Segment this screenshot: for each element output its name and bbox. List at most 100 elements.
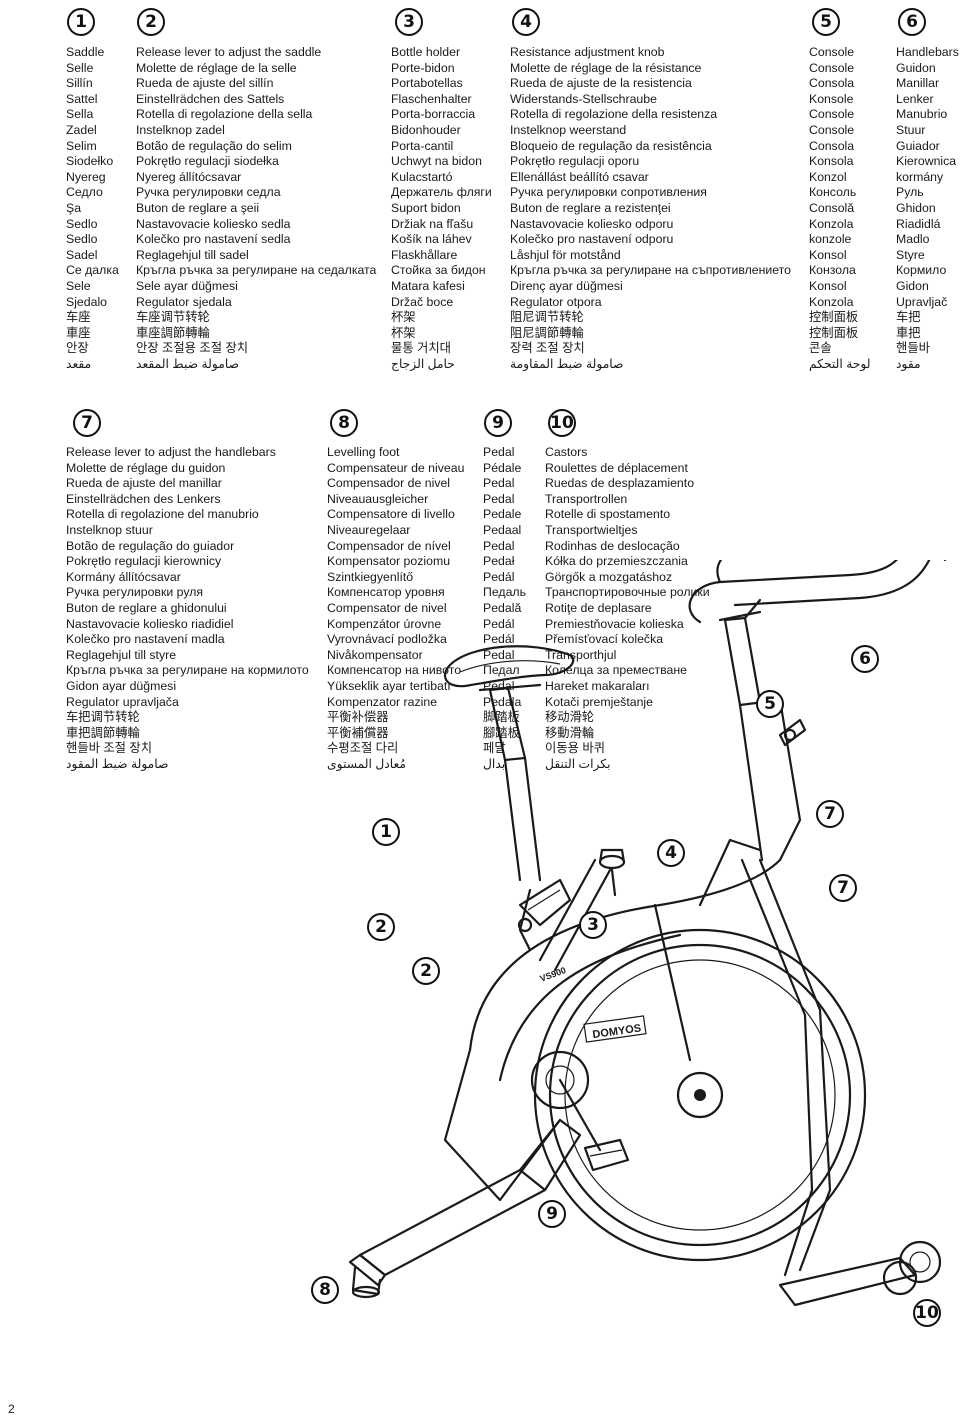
list-item: 车把调节转轮 bbox=[66, 710, 140, 725]
list-item: Pedaal bbox=[483, 522, 522, 537]
list-item: Riadidlá bbox=[896, 216, 941, 231]
brand-logo: DOMYOS VS900 bbox=[538, 965, 647, 1043]
badge-4: 4 bbox=[512, 8, 540, 36]
list-item: Konsola bbox=[809, 154, 854, 169]
list-item: Седло bbox=[66, 185, 103, 200]
page-number: 2 bbox=[8, 1402, 15, 1416]
list-item: 장력 조절 장치 bbox=[510, 341, 585, 356]
list-item: Sele ayar düğmesi bbox=[136, 278, 238, 293]
list-item: Kotači premještanje bbox=[545, 694, 653, 709]
list-item: Einstellrädchen des Lenkers bbox=[66, 491, 221, 506]
list-item: Kolečko pro nastavení sedla bbox=[136, 232, 291, 247]
list-item: Widerstands-Stellschraube bbox=[510, 91, 657, 106]
callout-7b: 7 bbox=[829, 874, 857, 902]
list-item: Košík na láhev bbox=[391, 232, 472, 247]
list-item: Konzola bbox=[809, 216, 854, 231]
list-item: Консоль bbox=[809, 185, 857, 200]
pedal-icon bbox=[583, 1138, 630, 1172]
console-term-list: Console Console Consola Konsole Console … bbox=[809, 45, 871, 372]
list-item: 车座 bbox=[66, 310, 91, 325]
list-item: Pedal bbox=[483, 538, 515, 553]
list-item: 移动滑轮 bbox=[545, 710, 595, 725]
list-item: Manillar bbox=[896, 76, 940, 91]
list-item: Instelknop zadel bbox=[136, 122, 225, 137]
list-item: 车座调节转轮 bbox=[136, 310, 210, 325]
list-item: 안장 조절용 조절 장치 bbox=[136, 341, 249, 356]
list-item: 車把調節轉輪 bbox=[66, 725, 140, 740]
list-item: حامل الزجاج bbox=[391, 356, 455, 371]
list-item: Kompenzátor úrovne bbox=[327, 616, 442, 631]
list-item: Niveauausgleicher bbox=[327, 491, 429, 506]
list-item: Buton de reglare a şeii bbox=[136, 200, 260, 215]
list-item: Console bbox=[809, 45, 855, 59]
list-item: Nyereg állítócsavar bbox=[136, 169, 242, 184]
list-item: kormány bbox=[896, 169, 944, 184]
castor-wheel-icon bbox=[882, 1240, 942, 1296]
list-item: 車座調節轉輪 bbox=[136, 325, 210, 340]
castors-term-list: Castors Roulettes de déplacement Ruedas … bbox=[545, 445, 710, 772]
list-item: Pedal bbox=[483, 476, 515, 491]
list-item: Selle bbox=[66, 60, 94, 75]
list-item: Transporthjul bbox=[545, 647, 617, 662]
list-item: Sella bbox=[66, 107, 94, 122]
list-item: Porte-bidon bbox=[391, 60, 455, 75]
badge-9: 9 bbox=[484, 409, 512, 437]
list-item: Sadel bbox=[66, 247, 98, 262]
list-item: Kółka do przemieszczania bbox=[545, 554, 688, 569]
list-item: Molette de réglage de la résistance bbox=[510, 60, 702, 75]
list-item: 脚踏板 bbox=[483, 710, 520, 725]
list-item: مقعد bbox=[66, 356, 92, 371]
list-item: بكرات التنقل bbox=[545, 756, 611, 771]
list-item: Kolečko pro nastavení odporu bbox=[510, 232, 674, 247]
list-item: 안장 bbox=[66, 341, 89, 356]
callout-9: 9 bbox=[538, 1200, 566, 1228]
list-item: Bloqueio de regulação da resistência bbox=[510, 138, 712, 153]
list-item: Consola bbox=[809, 76, 855, 91]
exercise-bike-diagram: DOMYOS VS900 bbox=[348, 560, 947, 1307]
list-item: Porta-cantil bbox=[391, 138, 454, 153]
list-item: Rotella di regolazione della resistenza bbox=[510, 107, 718, 122]
list-item: Gidon ayar düğmesi bbox=[66, 678, 177, 693]
list-item: Руль bbox=[896, 185, 924, 200]
list-item: 控制面板 bbox=[809, 310, 859, 325]
list-item: Держатель фляги bbox=[391, 185, 492, 200]
list-item: Кръгла ръчка за регулиране на съпротивле… bbox=[510, 263, 792, 278]
badge-2: 2 bbox=[137, 8, 165, 36]
list-item: Botão de regulação do selim bbox=[136, 138, 292, 153]
list-item: Console bbox=[809, 107, 855, 122]
list-item: Kierownica bbox=[896, 154, 957, 169]
list-item: Molette de réglage de la selle bbox=[136, 60, 297, 75]
list-item: Premiestňovacie kolieska bbox=[545, 616, 684, 631]
list-item: Pokrętło regulacji siodełka bbox=[136, 154, 279, 169]
list-item: Flaschenhalter bbox=[391, 91, 472, 106]
list-item: Nyereg bbox=[66, 169, 106, 184]
list-item: Педаль bbox=[483, 585, 527, 600]
handlebar-stem bbox=[718, 610, 762, 707]
list-item: Pokrętło regulacji oporu bbox=[510, 154, 640, 169]
list-item: Педал bbox=[483, 663, 520, 678]
list-item: لوحة التحكم bbox=[809, 356, 871, 371]
list-item: Handlebars bbox=[896, 45, 959, 59]
list-item: Yükseklik ayar tertibatı bbox=[327, 678, 451, 693]
list-item: Låshjul för motstånd bbox=[510, 247, 621, 262]
handlebars-term-list: Handlebars Guidon Manillar Lenker Manubr… bbox=[896, 45, 959, 372]
list-item: Ghidon bbox=[896, 200, 936, 215]
badge-8: 8 bbox=[330, 409, 358, 437]
list-item: 물통 거치대 bbox=[391, 341, 451, 356]
list-item: Hareket makaraları bbox=[545, 678, 650, 693]
list-item: Pedál bbox=[483, 569, 515, 584]
list-item: Molette de réglage du guidon bbox=[66, 460, 226, 475]
list-item: Ручка регулировки руля bbox=[66, 585, 204, 600]
list-item: Consolă bbox=[809, 200, 855, 215]
bottle-holder-term-list: Bottle holder Porte-bidon Portabotellas … bbox=[391, 45, 492, 372]
saddle-lever-icon bbox=[517, 888, 533, 952]
callout-2b: 2 bbox=[412, 957, 440, 985]
list-item: Kulacstartó bbox=[391, 169, 453, 184]
list-item: Console bbox=[809, 60, 855, 75]
list-item: Nastavovacie koliesko riadidiel bbox=[66, 616, 234, 631]
list-item: 阻尼調節轉輪 bbox=[510, 325, 584, 340]
list-item: 腳踏板 bbox=[483, 725, 520, 740]
list-item: Levelling foot bbox=[327, 445, 400, 459]
list-item: Siodełko bbox=[66, 154, 114, 169]
list-item: Styre bbox=[896, 247, 925, 262]
